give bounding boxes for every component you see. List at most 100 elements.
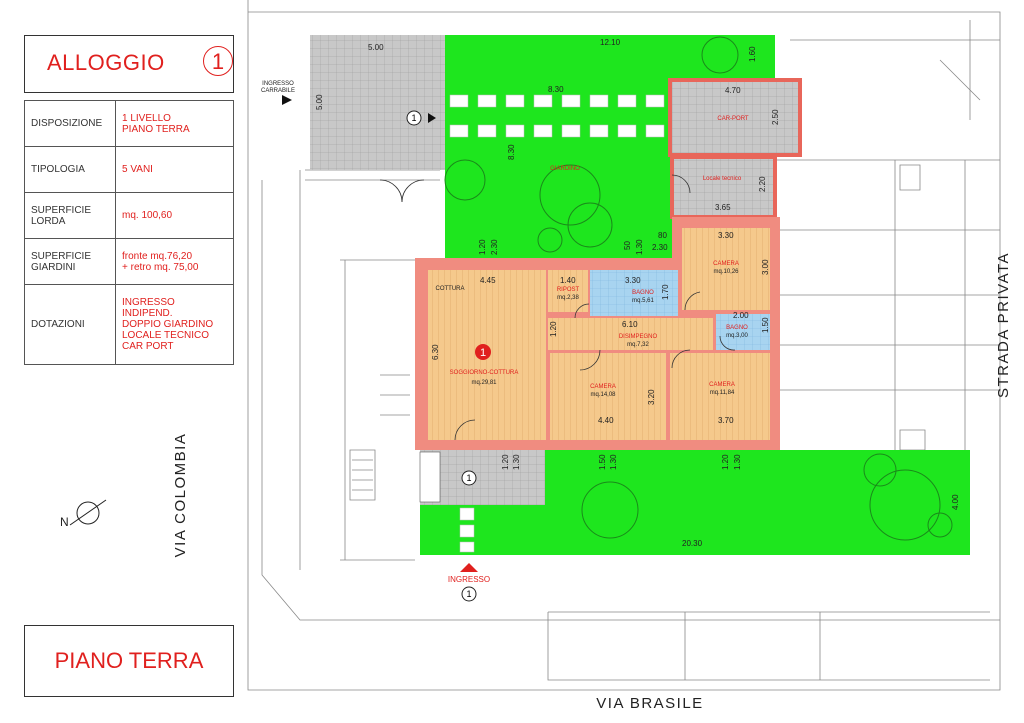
dim-label: 1.20 <box>501 454 510 470</box>
info-value: mq. 100,60 <box>115 192 234 239</box>
room-labels: COTTURA SOGGIORNO-COTTURA mq.29,81 RIPOS… <box>436 116 749 398</box>
room-area: mq.7,32 <box>627 342 649 348</box>
door-swings <box>379 174 736 441</box>
room-label: RIPOST <box>557 287 580 293</box>
room-label: BAGNO <box>632 290 654 296</box>
room-area: mq.5,61 <box>632 298 654 304</box>
dim-label: 2.30 <box>490 239 499 255</box>
dim-label: 2.20 <box>758 176 767 192</box>
dim-label: 2.50 <box>771 109 780 125</box>
info-value: 5 VANI <box>115 146 234 193</box>
dim-label: 3.20 <box>647 389 656 405</box>
room-camera-3 <box>670 353 770 440</box>
dim-label: 1.30 <box>733 454 742 470</box>
paved-courtyard <box>310 35 445 170</box>
room-ripostiglio <box>548 270 588 312</box>
dim-label: 1.60 <box>748 46 757 62</box>
room-label: SOGGIORNO-COTTURA <box>450 370 519 376</box>
room-label: DISIMPEGNO <box>619 334 658 340</box>
dim-label: 1.20 <box>549 321 558 337</box>
room-label: CAMERA <box>590 384 616 390</box>
dim-label: 5.00 <box>368 43 384 52</box>
dimension-labels: 5.00 12.10 1.60 5.00 8.30 8.30 4.70 2.50… <box>315 38 960 548</box>
dim-label: 1.30 <box>609 454 618 470</box>
context-lines <box>247 0 1001 691</box>
entrance-arrow-icon <box>282 95 292 105</box>
north-arrow-icon: N <box>60 499 107 529</box>
unit-marker-icon <box>475 344 491 360</box>
dim-label: 1.30 <box>635 239 644 255</box>
room-area: mq.3,00 <box>726 333 748 339</box>
dim-label: 3.30 <box>718 231 734 240</box>
room-area: mq.2,38 <box>557 295 579 301</box>
dim-label: 3.65 <box>715 203 731 212</box>
info-value: fronte mq.76,20+ retro mq. 75,00 <box>115 238 234 285</box>
front-garden-trees <box>581 453 953 541</box>
room-label: GIARDINO <box>550 166 580 172</box>
dim-label: 50 <box>623 241 632 250</box>
main-entrance: 1 INGRESSO 1 <box>448 470 490 602</box>
info-row: DOTAZIONI INGRESSO INDIPEND.DOPPIO GIARD… <box>24 284 234 365</box>
front-garden <box>420 450 970 555</box>
house-walls-north <box>672 217 780 262</box>
stepping-stones <box>449 94 665 138</box>
entrance-marker-icon <box>461 470 477 486</box>
entrance-arrow-icon <box>460 563 478 572</box>
entrance-marker-icon <box>461 586 477 602</box>
dim-label: 4.40 <box>598 416 614 425</box>
room-label: CAMERA <box>709 382 735 388</box>
entrance-patio <box>420 450 545 505</box>
dim-label: 12.10 <box>600 38 621 47</box>
dim-label: 4.70 <box>725 86 741 95</box>
dim-label: 1.50 <box>598 454 607 470</box>
room-label: COTTURA <box>436 286 465 292</box>
street-via-colombia: VIA COLOMBIA <box>172 433 189 558</box>
info-label: DISPOSIZIONE <box>24 100 116 147</box>
dim-label: 3.70 <box>718 416 734 425</box>
room-label: BAGNO <box>726 325 748 331</box>
dim-label: 8.30 <box>507 144 516 160</box>
info-label: DOTAZIONI <box>24 284 116 365</box>
entrance-marker-label: 1 <box>466 589 471 599</box>
dim-label: 6.30 <box>431 344 440 360</box>
room-bagno-2 <box>716 314 770 350</box>
entrance-arrow-icon <box>428 113 436 123</box>
street-via-brasile: VIA BRASILE <box>596 695 703 712</box>
room-disimpegno <box>548 318 713 350</box>
dim-label: 1.20 <box>721 454 730 470</box>
ingresso-label: INGRESSO <box>448 575 490 584</box>
floor-label: PIANO TERRA <box>54 648 204 673</box>
front-step <box>419 451 441 503</box>
back-garden <box>445 35 775 260</box>
floor-label-box: PIANO TERRA <box>24 625 234 697</box>
dim-label: 4.00 <box>951 494 960 510</box>
entrance-marker-label: 1 <box>466 473 471 483</box>
dim-label: 8.30 <box>548 85 564 94</box>
dim-label: 4.45 <box>480 276 496 285</box>
dim-label: 1.40 <box>560 276 576 285</box>
room-soggiorno <box>428 270 546 440</box>
room-camera-2 <box>550 353 666 440</box>
back-garden-trees <box>444 36 739 253</box>
entry-path <box>459 507 475 553</box>
carport <box>668 78 802 157</box>
room-camera-1 <box>682 228 770 310</box>
room-area: mq.29,81 <box>471 380 497 386</box>
dim-label: 1.70 <box>661 284 670 300</box>
dim-label: 5.00 <box>315 94 324 110</box>
north-label: N <box>60 515 69 529</box>
house-walls <box>415 258 780 450</box>
room-area: mq.10,26 <box>713 269 739 275</box>
dim-label: 20.30 <box>682 539 703 548</box>
dim-label: 6.10 <box>622 320 638 329</box>
dim-label: 1.30 <box>512 454 521 470</box>
